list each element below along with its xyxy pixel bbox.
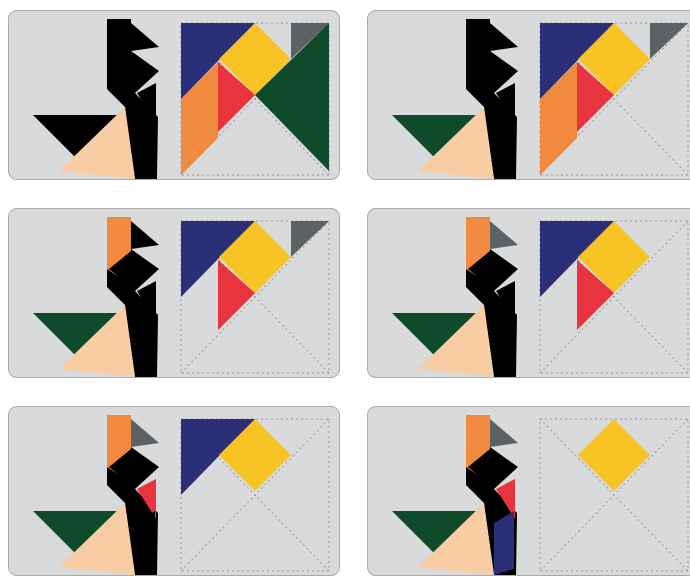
swan-figure — [392, 217, 518, 377]
swan-figure — [392, 19, 518, 179]
tangram-panel-step-1 — [8, 10, 340, 180]
tangram-panel-step-2 — [367, 10, 690, 180]
swan-piece-gray-triangle — [490, 419, 518, 447]
swan-piece-gray-triangle — [131, 221, 159, 249]
tangram-drawing — [9, 407, 340, 576]
tangram-panel-step-3 — [8, 208, 340, 378]
tangram-piece-gray[interactable] — [650, 23, 688, 59]
swan-figure — [33, 217, 159, 377]
swan-figure — [33, 19, 159, 179]
tangram-panel-step-6 — [367, 406, 690, 576]
swan-piece-gray-triangle — [131, 23, 159, 51]
remaining-pieces — [540, 221, 650, 330]
swan-piece-gray-triangle — [490, 221, 518, 249]
remaining-pieces — [181, 221, 329, 330]
swan-figure — [33, 415, 159, 575]
tangram-piece-gray[interactable] — [291, 221, 329, 257]
tangram-drawing — [9, 11, 340, 180]
swan-piece-gray-triangle — [131, 419, 159, 447]
tangram-piece-yellow[interactable] — [578, 419, 650, 491]
tangram-drawing — [9, 209, 340, 378]
tangram-drawing — [368, 209, 690, 378]
tangram-drawing — [368, 407, 690, 576]
swan-piece-gray-triangle — [490, 23, 518, 51]
tangram-panel-step-4 — [367, 208, 690, 378]
remaining-pieces — [578, 419, 650, 491]
swan-figure — [392, 415, 518, 575]
tangram-panel-step-5 — [8, 406, 340, 576]
tangram-drawing — [368, 11, 690, 180]
remaining-pieces — [181, 419, 291, 495]
